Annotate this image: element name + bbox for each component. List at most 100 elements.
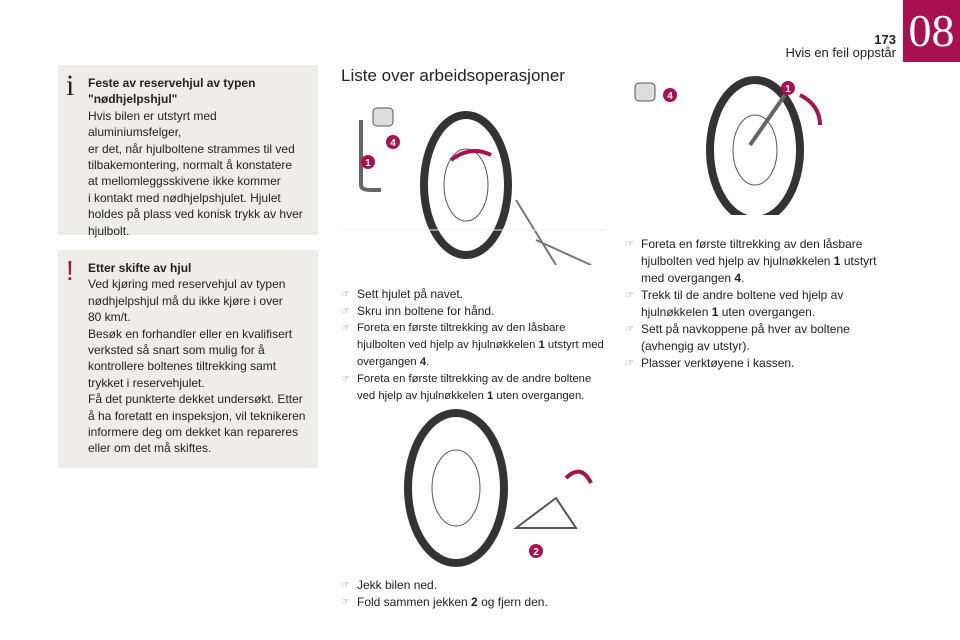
pointer-bullet-icon: ☞ bbox=[625, 239, 634, 250]
item-text: utstyrt med overgangen bbox=[641, 254, 877, 285]
svg-text:2: 2 bbox=[533, 547, 539, 558]
list-item: ☞ Skru inn boltene for hånd. bbox=[341, 303, 606, 320]
part-number: 1 bbox=[487, 390, 494, 402]
svg-text:1: 1 bbox=[785, 84, 791, 95]
warning-box: ! Etter skifte av hjul Ved kjøring med r… bbox=[58, 250, 318, 468]
arrow-icon bbox=[799, 93, 822, 126]
svg-text:4: 4 bbox=[667, 91, 673, 102]
pointer-bullet-icon: ☞ bbox=[341, 323, 350, 334]
steps-list-2: ☞ Jekk bilen ned. ☞ Fold sammen jekken 2 og… bbox=[341, 577, 606, 611]
wheel-icon bbox=[404, 409, 508, 567]
arrow-icon bbox=[564, 469, 593, 484]
page-number: 173 bbox=[874, 32, 896, 47]
box-text-line: i kontakt med nødhjelpshjulet. Hjulet bbox=[88, 190, 281, 205]
box-text-line: informere deg om dekket kan repareres bbox=[88, 425, 299, 440]
item-text: uten overgangen. bbox=[718, 305, 816, 319]
steps-list-1: ☞ Sett hjulet på navet. ☞ Skru inn boltene … bbox=[341, 286, 606, 405]
adapter-icon bbox=[634, 82, 656, 102]
list-item: ☞ Sett på navkoppene på hver av boltene (… bbox=[625, 321, 900, 355]
item-text: Skru inn boltene for hånd. bbox=[357, 304, 495, 318]
box-text-line: at mellomleggsskivene ikke kommer bbox=[88, 174, 281, 189]
box-text-line: 80 km/t. bbox=[88, 310, 131, 325]
list-item: ☞ Foreta en første tiltrekking av de andr… bbox=[341, 371, 606, 405]
list-item: ☞ Jekk bilen ned. bbox=[341, 577, 606, 594]
box-text-line: kontrollere boltenes tiltrekking samt bbox=[88, 359, 277, 374]
pointer-bullet-icon: ☞ bbox=[625, 290, 634, 301]
box-text-line: Få det punkterte dekket undersøkt. Etter bbox=[88, 392, 303, 407]
steps-list-3: ☞ Foreta en første tiltrekking av den lås… bbox=[625, 236, 900, 372]
info-title: Feste av reservehjul av typen bbox=[88, 76, 256, 90]
part-number: 2 bbox=[471, 595, 478, 609]
warning-title: Etter skifte av hjul bbox=[88, 261, 192, 275]
item-text: Foreta en første tiltrekking av de andre… bbox=[357, 373, 592, 402]
list-item: ☞ Sett hjulet på navet. bbox=[341, 286, 606, 303]
wheel-wrench-icon bbox=[748, 93, 787, 147]
pointer-bullet-icon: ☞ bbox=[625, 358, 634, 369]
box-text-line: å ha foretatt en inspeksjon, vil teknike… bbox=[88, 408, 306, 423]
item-text: Foreta en første tiltrekking av den låsb… bbox=[641, 237, 863, 268]
box-text-line: verksted så snart som mulig for å bbox=[88, 343, 265, 358]
item-text: . bbox=[741, 271, 745, 285]
adapter-icon bbox=[372, 107, 394, 127]
box-text-line: Ved kjøring med reservehjul av typen bbox=[88, 277, 286, 292]
pointer-bullet-icon: ☞ bbox=[341, 580, 350, 591]
box-text-line: Besøk en forhandler eller en kvalifisert bbox=[88, 326, 293, 341]
item-text: Jekk bilen ned. bbox=[357, 578, 438, 592]
part-number: 1 bbox=[711, 305, 719, 319]
box-text-line: holdes på plass ved konisk trykk av hver bbox=[88, 207, 303, 222]
box-text-line: eller om det må skiftes. bbox=[88, 441, 212, 456]
list-item: ☞ Foreta en første tiltrekking av den lås… bbox=[625, 236, 900, 287]
list-item: ☞ Plasser verktøyene i kassen. bbox=[625, 355, 900, 372]
part-number: 1 bbox=[538, 339, 545, 351]
pointer-bullet-icon: ☞ bbox=[341, 374, 350, 385]
wheel-icon bbox=[706, 76, 804, 215]
jack-icon bbox=[515, 199, 592, 265]
item-text: Sett på navkoppene på hver av boltene (a… bbox=[641, 322, 850, 353]
box-text-line: nødhjelpshjul må du ikke kjøre i over bbox=[88, 293, 283, 308]
illustration-tighten-bolts: 1 4 bbox=[634, 76, 822, 215]
pointer-bullet-icon: ☞ bbox=[341, 597, 350, 608]
part-number: 1 bbox=[833, 254, 841, 268]
label-1-badge: 1 bbox=[781, 81, 795, 95]
list-item: ☞ Foreta en første tiltrekking av den lås… bbox=[341, 320, 606, 371]
pointer-bullet-icon: ☞ bbox=[341, 306, 350, 317]
item-text: uten overgangen. bbox=[493, 390, 585, 402]
part-number: 4 bbox=[419, 356, 427, 368]
info-box: i Feste av reservehjul av typen "nødhjel… bbox=[58, 65, 318, 238]
page-heading: Liste over arbeidsoperasjoner bbox=[341, 66, 565, 85]
info-icon: i bbox=[66, 69, 75, 102]
item-text: og fjern den. bbox=[477, 595, 548, 609]
item-text: Foreta en første tiltrekking av den låsb… bbox=[357, 322, 566, 351]
wheel-icon bbox=[420, 111, 512, 259]
svg-text:4: 4 bbox=[390, 138, 396, 149]
item-text: Sett hjulet på navet. bbox=[357, 287, 464, 301]
label-1-badge: 1 bbox=[361, 155, 375, 169]
item-text: Plasser verktøyene i kassen. bbox=[641, 356, 795, 370]
label-4-badge: 4 bbox=[386, 135, 400, 149]
box-text-line: er det, når hjulboltene strammes til ved bbox=[88, 141, 295, 156]
chapter-tab: 08 bbox=[903, 0, 960, 62]
label-2-badge: 2 bbox=[529, 544, 543, 558]
item-text: Trekk til de andre boltene ved hjelp av … bbox=[641, 288, 844, 319]
item-text: utstyrt med overgangen bbox=[357, 339, 604, 368]
info-title-2: "nødhjelpshjul" bbox=[88, 92, 178, 107]
box-text-line: tilbakemontering, normalt å konstatere bbox=[88, 158, 293, 173]
warning-icon: ! bbox=[66, 255, 74, 286]
part-number: 4 bbox=[734, 271, 742, 285]
illustration-lower-jack: 2 bbox=[404, 409, 593, 567]
pointer-bullet-icon: ☞ bbox=[625, 324, 634, 335]
item-text: Fold sammen jekken bbox=[357, 595, 472, 609]
jack-icon bbox=[513, 496, 578, 529]
wheel-wrench-icon bbox=[359, 120, 381, 192]
section-title: Hvis en feil oppstår bbox=[785, 45, 896, 60]
svg-text:1: 1 bbox=[365, 158, 371, 169]
illustration-wheel-bolts: 1 4 bbox=[341, 107, 606, 265]
pointer-bullet-icon: ☞ bbox=[341, 289, 350, 300]
box-text-line: trykket i reservehjulet. bbox=[88, 375, 205, 390]
item-text: . bbox=[426, 356, 430, 368]
arrow-icon bbox=[449, 149, 492, 162]
list-item: ☞ Trekk til de andre boltene ved hjelp av… bbox=[625, 287, 900, 321]
box-text-line: hjulbolt. bbox=[88, 223, 130, 238]
list-item: ☞ Fold sammen jekken 2 og fjern den. bbox=[341, 594, 606, 611]
box-text-line: Hvis bilen er utstyrt med aluminiumsfelg… bbox=[88, 108, 217, 140]
